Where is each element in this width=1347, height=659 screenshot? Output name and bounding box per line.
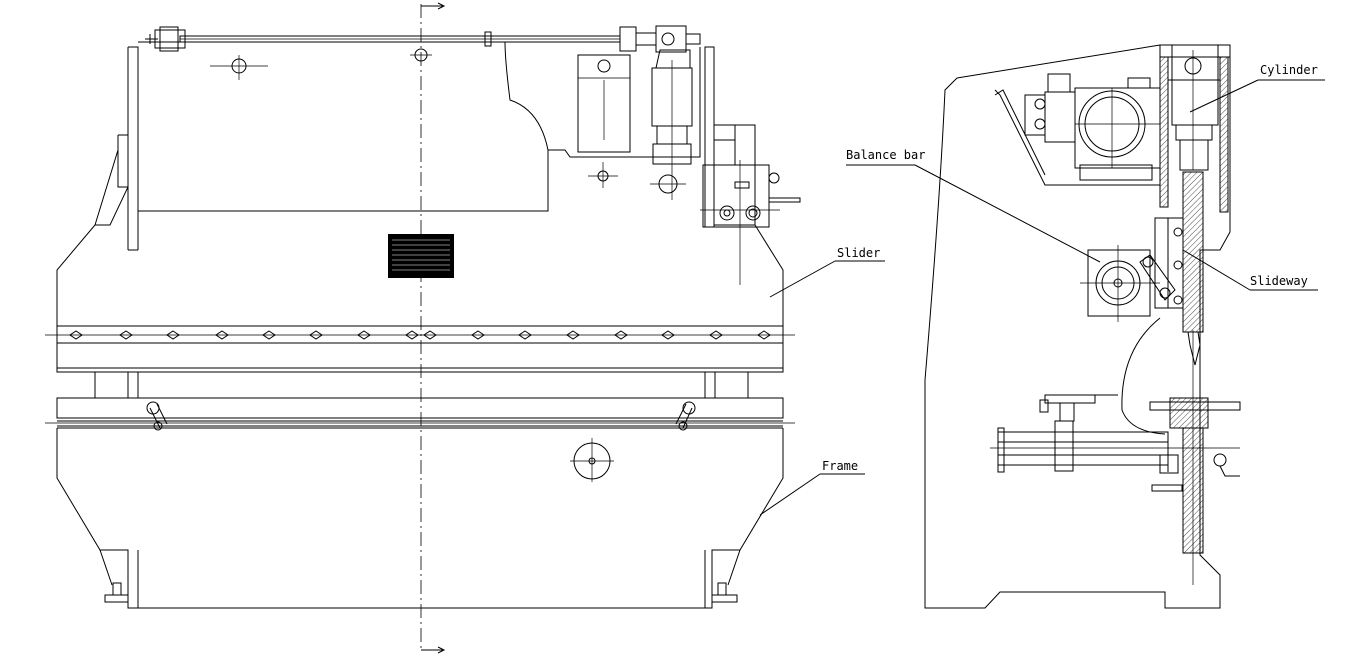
cylinder-block-left (577, 54, 631, 153)
name-plate (388, 234, 454, 278)
side-view: Cylinder Balance bar Slideway (846, 44, 1325, 609)
slideway-label: Slideway (1250, 274, 1308, 288)
cylinder-label: Cylinder (1260, 63, 1318, 77)
balance-bar-label: Balance bar (846, 148, 925, 162)
upper-frame (128, 41, 549, 212)
motor (994, 73, 1161, 186)
lower-frame (56, 428, 784, 609)
slider-bolts (69, 330, 771, 340)
back-gauge (990, 394, 1241, 554)
frame-label: Frame (822, 459, 858, 473)
side-frame (924, 44, 1231, 609)
front-view: Slider Frame (45, 2, 885, 654)
slider-beam (56, 325, 784, 373)
control-box (702, 164, 770, 228)
lower-table (56, 397, 784, 419)
balance-bar (1080, 245, 1176, 435)
slider-label: Slider (837, 246, 880, 260)
